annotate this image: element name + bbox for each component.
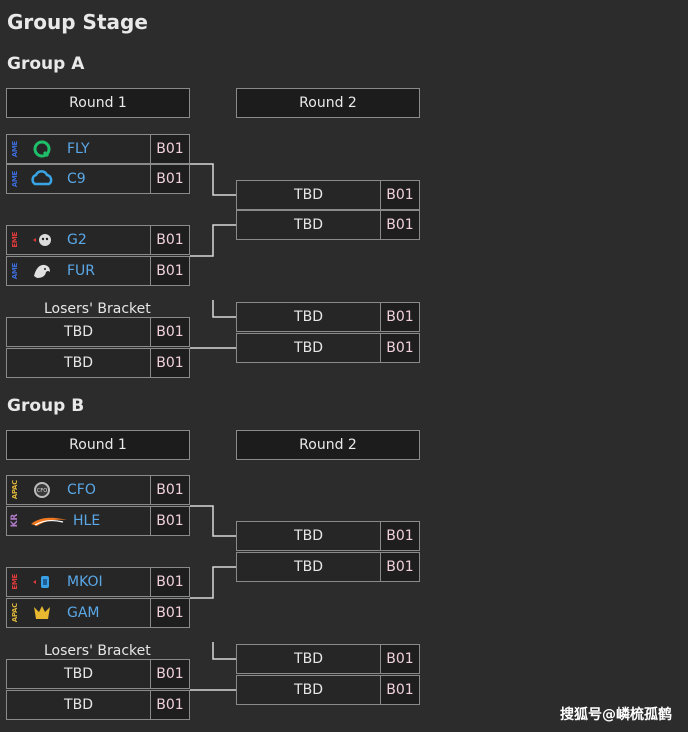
connector-line [190, 163, 236, 196]
cfo-icon: CFO [29, 478, 55, 502]
losers-row[interactable]: TBD B01 [6, 659, 190, 689]
cloud9-icon [29, 167, 55, 191]
losers-row[interactable]: TBD B01 [6, 317, 190, 347]
tbd-label: TBD [64, 697, 93, 713]
match-row-fur[interactable]: AME FUR B01 [6, 256, 190, 286]
team-name: GAM [67, 605, 100, 621]
tbd-label: TBD [294, 187, 323, 203]
connector-line [212, 300, 236, 318]
match-row-cfo[interactable]: APAC CFO CFO B01 [6, 475, 190, 505]
mkoi-icon [29, 570, 55, 594]
svg-text:CFO: CFO [37, 488, 47, 494]
team-name: G2 [67, 232, 87, 248]
bo-label: B01 [150, 257, 189, 285]
region-tag: AME [11, 262, 19, 280]
bo-label: B01 [150, 135, 189, 163]
match-row-hle[interactable]: KR HLE B01 [6, 506, 190, 536]
region-tag: AME [11, 170, 19, 188]
bo-label: B01 [380, 211, 419, 239]
round2-row[interactable]: TBD B01 [236, 302, 420, 332]
bo-label: B01 [150, 660, 189, 688]
bo-label: B01 [380, 334, 419, 362]
losers-row[interactable]: TBD B01 [6, 690, 190, 720]
round2-row[interactable]: TBD B01 [236, 180, 420, 210]
tbd-label: TBD [294, 559, 323, 575]
region-tag: EME [11, 574, 19, 590]
tbd-label: TBD [294, 528, 323, 544]
tbd-label: TBD [64, 355, 93, 371]
match-row-g2[interactable]: EME G2 B01 [6, 225, 190, 255]
connector-line [190, 505, 236, 537]
bo-label: B01 [380, 676, 419, 704]
group-a-round2-header: Round 2 [236, 88, 420, 118]
bo-label: B01 [150, 226, 189, 254]
team-name: CFO [67, 482, 96, 498]
match-row-mkoi[interactable]: EME MKOI B01 [6, 567, 190, 597]
bo-label: B01 [380, 522, 419, 550]
group-a-title: Group A [7, 54, 85, 74]
connector-line [190, 224, 236, 257]
bo-label: B01 [380, 553, 419, 581]
region-tag: AME [11, 140, 19, 158]
connector-line [212, 642, 236, 660]
region-tag: APAC [11, 480, 19, 500]
flyquest-icon [29, 137, 55, 161]
gam-icon [29, 601, 55, 625]
bo-label: B01 [150, 568, 189, 596]
connector-line [190, 566, 236, 599]
region-tag: APAC [11, 603, 19, 623]
round2-row[interactable]: TBD B01 [236, 675, 420, 705]
group-b-round2-header: Round 2 [236, 430, 420, 460]
bo-label: B01 [150, 165, 189, 193]
g2-icon [29, 228, 55, 252]
bo-label: B01 [150, 599, 189, 627]
bo-label: B01 [150, 349, 189, 377]
group-b-title: Group B [7, 396, 85, 416]
bo-label: B01 [150, 476, 189, 504]
hle-icon [29, 509, 69, 533]
team-name: MKOI [67, 574, 103, 590]
match-row-gam[interactable]: APAC GAM B01 [6, 598, 190, 628]
bo-label: B01 [380, 181, 419, 209]
bo-label: B01 [150, 691, 189, 719]
group-a-losers-label: Losers' Bracket [44, 301, 151, 317]
round2-row[interactable]: TBD B01 [236, 210, 420, 240]
tbd-label: TBD [294, 217, 323, 233]
region-tag: EME [11, 232, 19, 248]
bo-label: B01 [380, 645, 419, 673]
bo-label: B01 [380, 303, 419, 331]
tbd-label: TBD [294, 309, 323, 325]
match-row-fly[interactable]: AME FLY B01 [6, 134, 190, 164]
page-title: Group Stage [7, 10, 148, 34]
team-name: C9 [67, 171, 86, 187]
group-a-round1-header: Round 1 [6, 88, 190, 118]
match-row-c9[interactable]: AME C9 B01 [6, 164, 190, 194]
team-name: HLE [73, 513, 101, 529]
tbd-label: TBD [294, 340, 323, 356]
bo-label: B01 [150, 318, 189, 346]
team-name: FUR [67, 263, 96, 279]
round2-row[interactable]: TBD B01 [236, 552, 420, 582]
tbd-label: TBD [64, 666, 93, 682]
bo-label: B01 [150, 507, 189, 535]
round2-row[interactable]: TBD B01 [236, 333, 420, 363]
tbd-label: TBD [294, 682, 323, 698]
tbd-label: TBD [64, 324, 93, 340]
losers-row[interactable]: TBD B01 [6, 348, 190, 378]
team-name: FLY [67, 141, 90, 157]
round2-row[interactable]: TBD B01 [236, 644, 420, 674]
region-tag: KR [10, 514, 20, 528]
group-b-losers-label: Losers' Bracket [44, 643, 151, 659]
furia-icon [29, 259, 55, 283]
tbd-label: TBD [294, 651, 323, 667]
round2-row[interactable]: TBD B01 [236, 521, 420, 551]
watermark: 搜狐号@嶙梳孤鹤 [560, 707, 672, 723]
group-b-round1-header: Round 1 [6, 430, 190, 460]
